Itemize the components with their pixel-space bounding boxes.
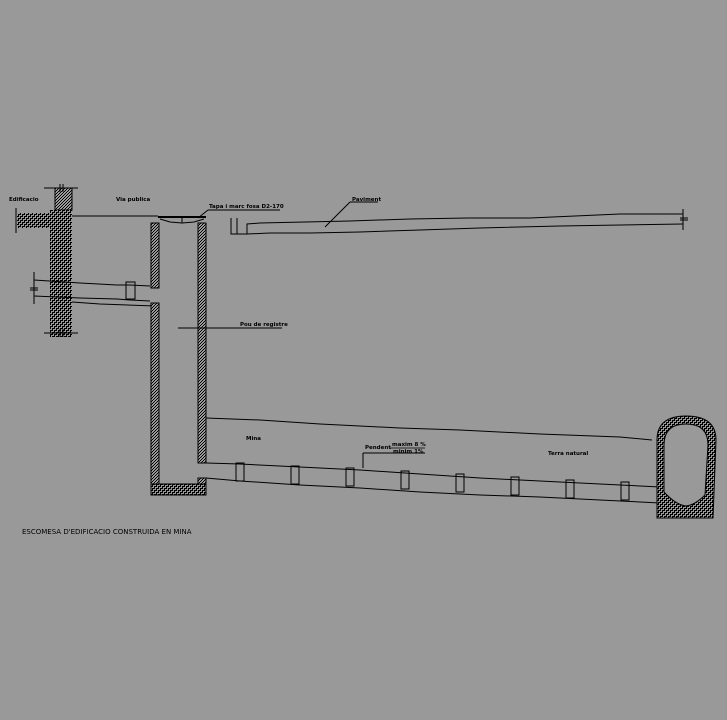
- collector-tunnel: [656, 415, 717, 519]
- label-tapa: Tapa i marc fosa D2-170: [209, 204, 284, 210]
- manhole-shaft: [150, 209, 282, 496]
- inlet-pipe: [30, 272, 156, 307]
- label-edificacio: Edificacio: [9, 197, 39, 203]
- label-pendent-min: minim 1%: [393, 449, 424, 455]
- label-pendent: Pendent: [365, 445, 391, 451]
- label-pou-registre: Pou de registre: [240, 322, 288, 328]
- label-paviment: Paviment: [352, 197, 381, 203]
- label-pendent-max: maxim 8 %: [392, 442, 426, 448]
- pavement: [230, 201, 688, 235]
- drawing-title: ESCOMESA D'EDIFICACIO CONSTRUIDA EN MINA: [22, 528, 192, 536]
- tunnel-top-line: [205, 417, 653, 441]
- building-wall: [15, 184, 78, 337]
- label-mina: Mina: [246, 436, 261, 442]
- label-via-publica: Via publica: [116, 197, 150, 203]
- sewer-pipe: [205, 452, 661, 504]
- label-terra-natural: Terra natural: [548, 451, 588, 457]
